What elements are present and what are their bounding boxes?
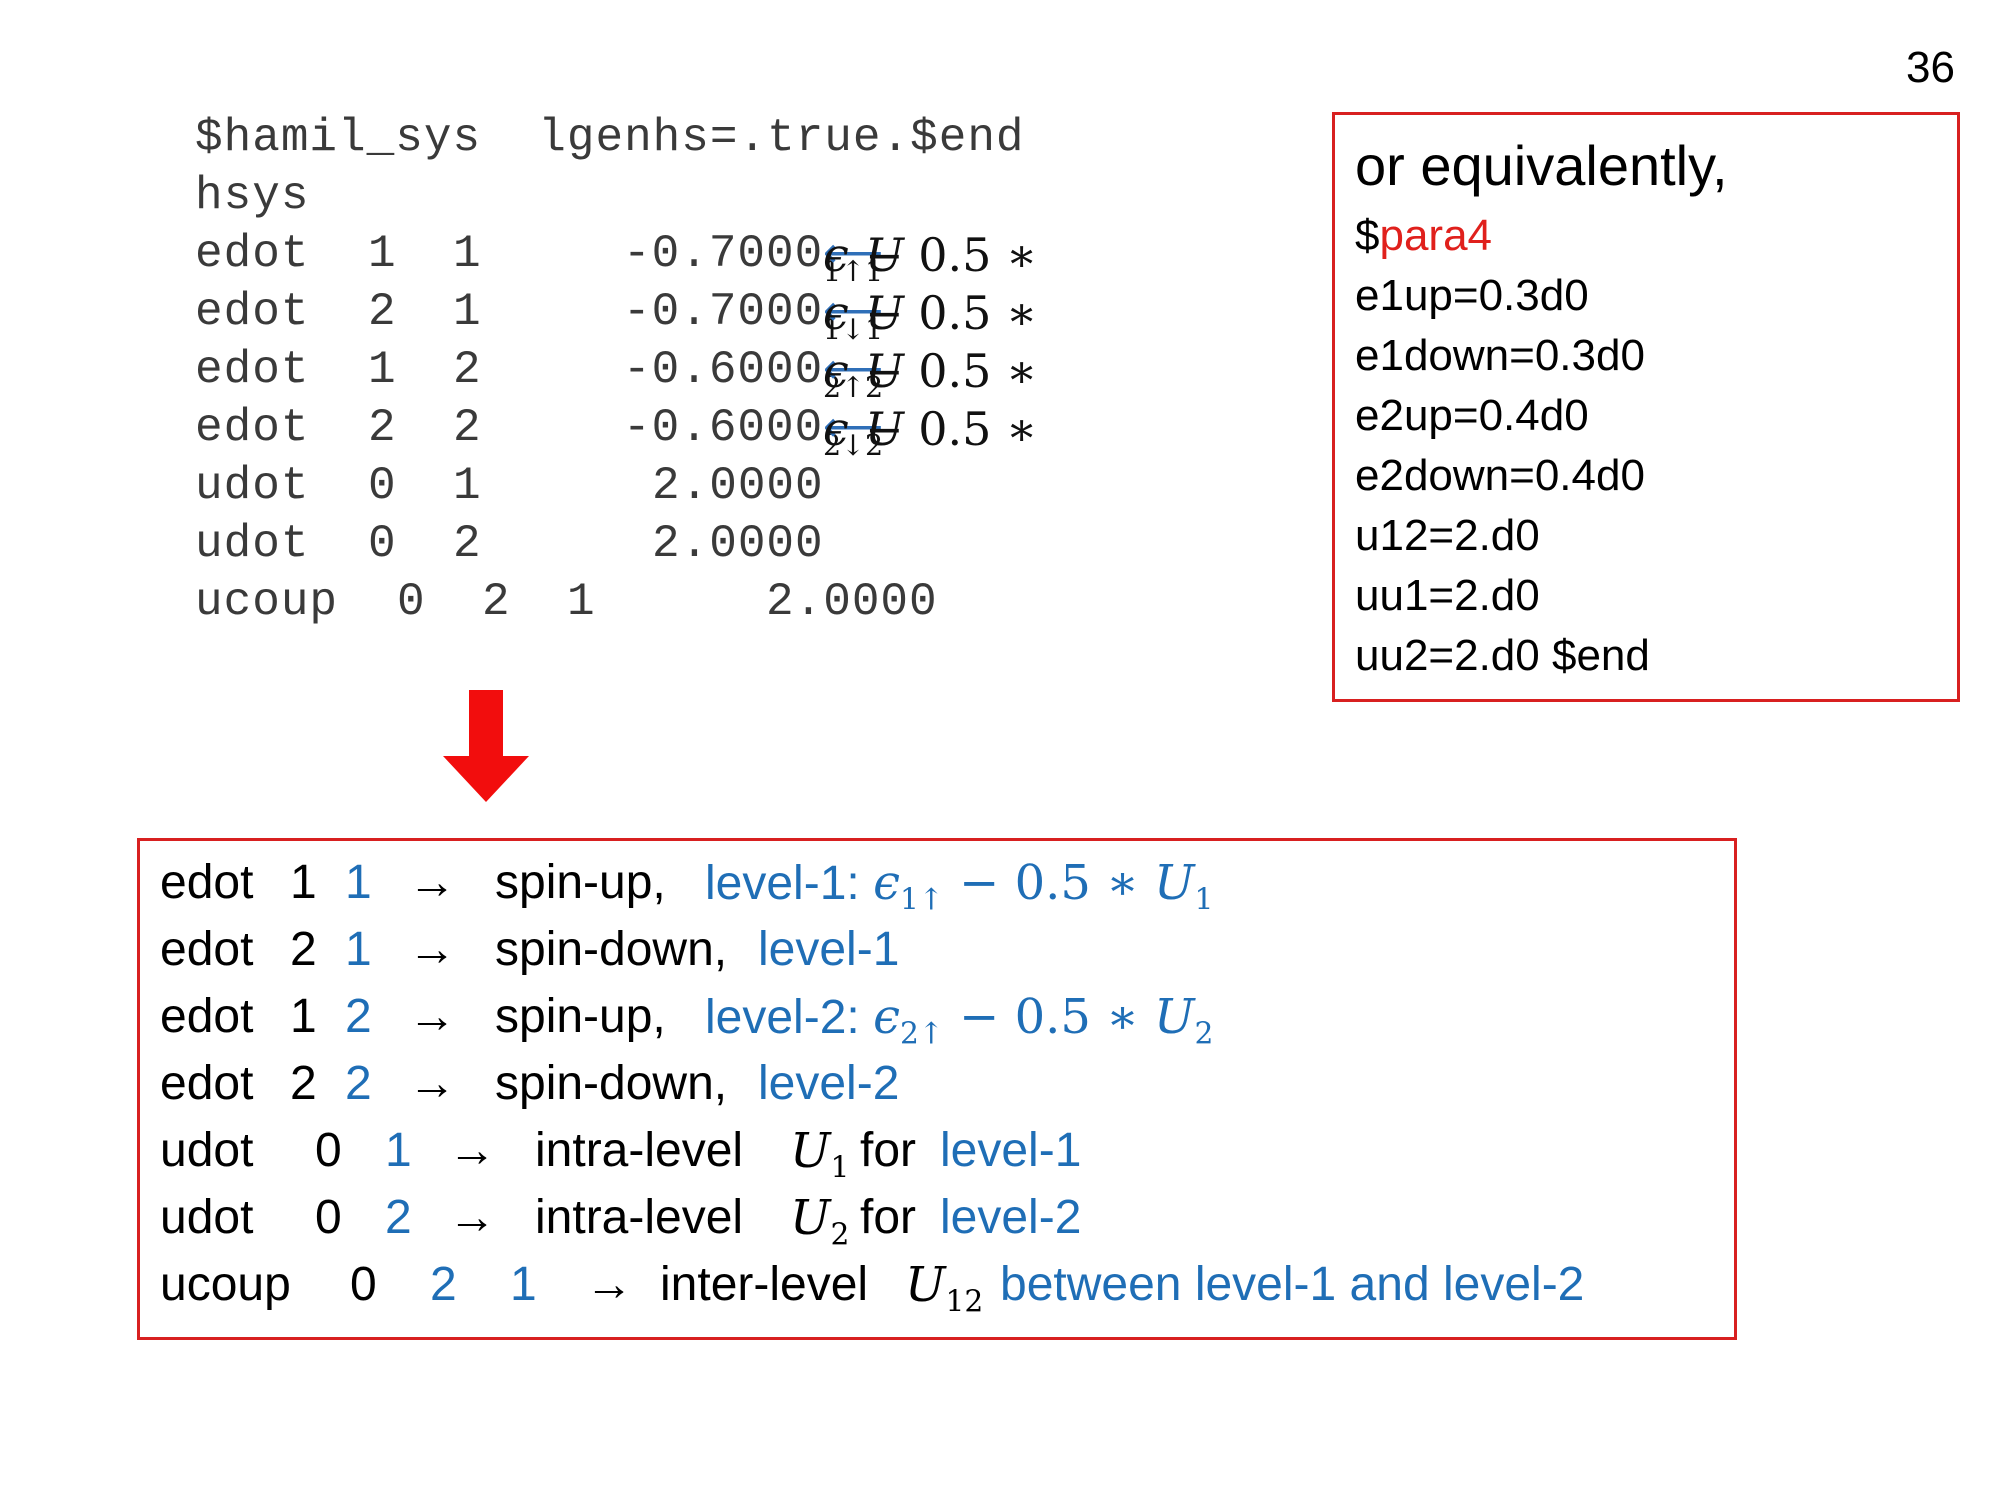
code-arg: 0	[368, 518, 397, 570]
page-number: 36	[1906, 43, 1955, 92]
left-arrow-icon: ⟵	[823, 228, 884, 277]
equiv-para-line: $para4	[1355, 211, 1493, 260]
code-value: 2.0000	[652, 518, 824, 570]
code-key: udot	[195, 460, 310, 512]
code-arg: 1	[368, 228, 397, 280]
down-arrow-icon	[443, 690, 529, 802]
equiv-line: uu1=2.d0	[1355, 571, 1540, 620]
code-arg: 2	[453, 402, 482, 454]
equiv-line: e1down=0.3d0	[1355, 331, 1645, 380]
explain-row: udot 0 2 → intra-level U2 for level-2	[160, 1190, 1082, 1253]
code-arg: 2	[453, 518, 482, 570]
right-arrow-icon: →	[448, 1124, 496, 1177]
explain-row: edot 2 1 → spin-down, level-1	[160, 923, 900, 976]
code-hsys: hsys	[195, 170, 1235, 228]
explain-row: udot 0 1 → intra-level U1 for level-1	[160, 1123, 1082, 1186]
code-block: $hamil_sys lgenhs=.true.$end hsys edot 1…	[195, 112, 1235, 634]
right-arrow-icon: →	[408, 990, 456, 1043]
code-header: $hamil_sys lgenhs=.true.$end	[195, 112, 1235, 170]
equivalent-namelist-box: or equivalently, $para4 e1up=0.3d0 e1dow…	[1332, 112, 1960, 702]
code-row: udot 0 1 2.0000	[195, 460, 1235, 518]
code-arg: 1	[368, 344, 397, 396]
code-arg: 0	[397, 576, 426, 628]
right-arrow-icon: →	[408, 1057, 456, 1110]
code-value: -0.7000	[623, 286, 824, 338]
code-arg: 1	[453, 228, 482, 280]
equiv-line: e1up=0.3d0	[1355, 271, 1589, 320]
code-arg: 1	[453, 460, 482, 512]
explain-row: edot 2 2 → spin-down, level-2	[160, 1057, 900, 1110]
right-arrow-icon: →	[408, 856, 456, 909]
code-arg: 2	[368, 286, 397, 338]
right-arrow-icon: →	[448, 1191, 496, 1244]
code-value: -0.6000	[623, 344, 824, 396]
code-value: 2.0000	[652, 460, 824, 512]
explain-row: edot 1 1 → spin-up, level-1: ϵ1↑ − 0.5 ∗…	[160, 855, 1214, 918]
code-key: edot	[195, 228, 310, 280]
left-arrow-icon: ⟵	[823, 402, 884, 451]
left-arrow-icon: ⟵	[823, 286, 884, 335]
code-row: udot 0 2 2.0000	[195, 518, 1235, 576]
equiv-line: e2up=0.4d0	[1355, 391, 1589, 440]
code-header-text: $hamil_sys lgenhs=.true.$end	[195, 112, 1025, 164]
equiv-line: u12=2.d0	[1355, 511, 1540, 560]
code-key: edot	[195, 286, 310, 338]
explain-row: ucoup 0 2 1 → inter-level U12 between le…	[160, 1257, 1585, 1320]
explain-row: edot 1 2 → spin-up, level-2: ϵ2↑ − 0.5 ∗…	[160, 989, 1214, 1052]
code-arg: 2	[368, 402, 397, 454]
left-arrow-icon: ⟵	[823, 344, 884, 393]
code-row-ucoup: ucoup 0 2 1 2.0000	[195, 576, 1235, 634]
right-arrow-icon: →	[585, 1258, 633, 1311]
explanation-box: edot 1 1 → spin-up, level-1: ϵ1↑ − 0.5 ∗…	[137, 838, 1737, 1340]
equiv-line: e2down=0.4d0	[1355, 451, 1645, 500]
code-key: edot	[195, 344, 310, 396]
code-key: ucoup	[195, 576, 339, 628]
code-arg: 1	[453, 286, 482, 338]
equiv-line: uu2=2.d0 $end	[1355, 631, 1650, 680]
right-arrow-icon: →	[408, 923, 456, 976]
code-value: 2.0000	[766, 576, 938, 628]
code-arg: 2	[453, 344, 482, 396]
code-key: edot	[195, 402, 310, 454]
para-name: para4	[1379, 211, 1493, 260]
code-key: udot	[195, 518, 310, 570]
code-hsys-text: hsys	[195, 170, 310, 222]
code-arg: 1	[567, 576, 596, 628]
code-value: -0.7000	[623, 228, 824, 280]
code-arg: 2	[482, 576, 511, 628]
equiv-title: or equivalently,	[1355, 134, 1728, 197]
code-arg: 0	[368, 460, 397, 512]
code-value: -0.6000	[623, 402, 824, 454]
